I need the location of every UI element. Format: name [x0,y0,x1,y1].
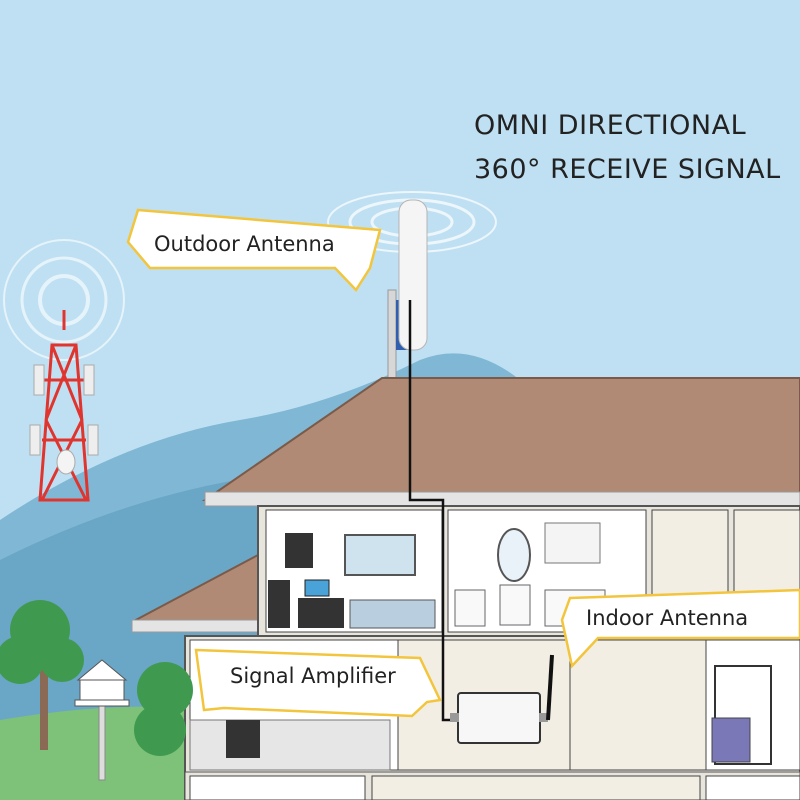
bedroom-window [344,534,416,576]
roof-eave [204,491,800,507]
cell-tower-icon [29,310,99,502]
bathroom-toilet [454,589,486,627]
bedroom-bed [349,599,436,629]
callout-signal-amplifier [194,648,442,718]
bathroom-sink [499,584,531,626]
birdhouse-icon [74,659,130,781]
bedroom-monitor [304,579,330,597]
tree-icon [0,600,193,756]
basement-room-b [371,775,701,800]
coax-cable [408,300,458,722]
bathroom-blind [544,522,601,564]
lower-roof-eave [131,619,263,633]
signal-amplifier-label: Signal Amplifier [230,664,396,688]
living-room [569,639,707,771]
armchair [711,717,751,763]
amplifier-icon [457,692,541,744]
amplifier-connector-left [450,713,459,722]
amplifier-connector-right [539,713,548,722]
indoor-antenna-label: Indoor Antenna [586,606,749,630]
outdoor-antenna-icon [387,199,428,381]
bathroom-mirror [497,528,531,582]
indoor-antenna-icon [546,654,554,721]
basement-room-a [189,775,366,800]
bedroom-picture [285,533,313,568]
roof [201,377,800,501]
callout-indoor-antenna [560,588,800,669]
bedroom-shelf [268,580,290,628]
kitchen-counter [189,719,391,771]
bedroom-desk [298,598,344,628]
kitchen-oven [226,720,260,758]
headline-line2: 360° RECEIVE SIGNAL [474,154,781,185]
callout-outdoor-antenna [126,208,382,293]
headline-line1: OMNI DIRECTIONAL [474,110,747,141]
outdoor-antenna-label: Outdoor Antenna [154,232,335,256]
basement-room-c [705,775,800,800]
